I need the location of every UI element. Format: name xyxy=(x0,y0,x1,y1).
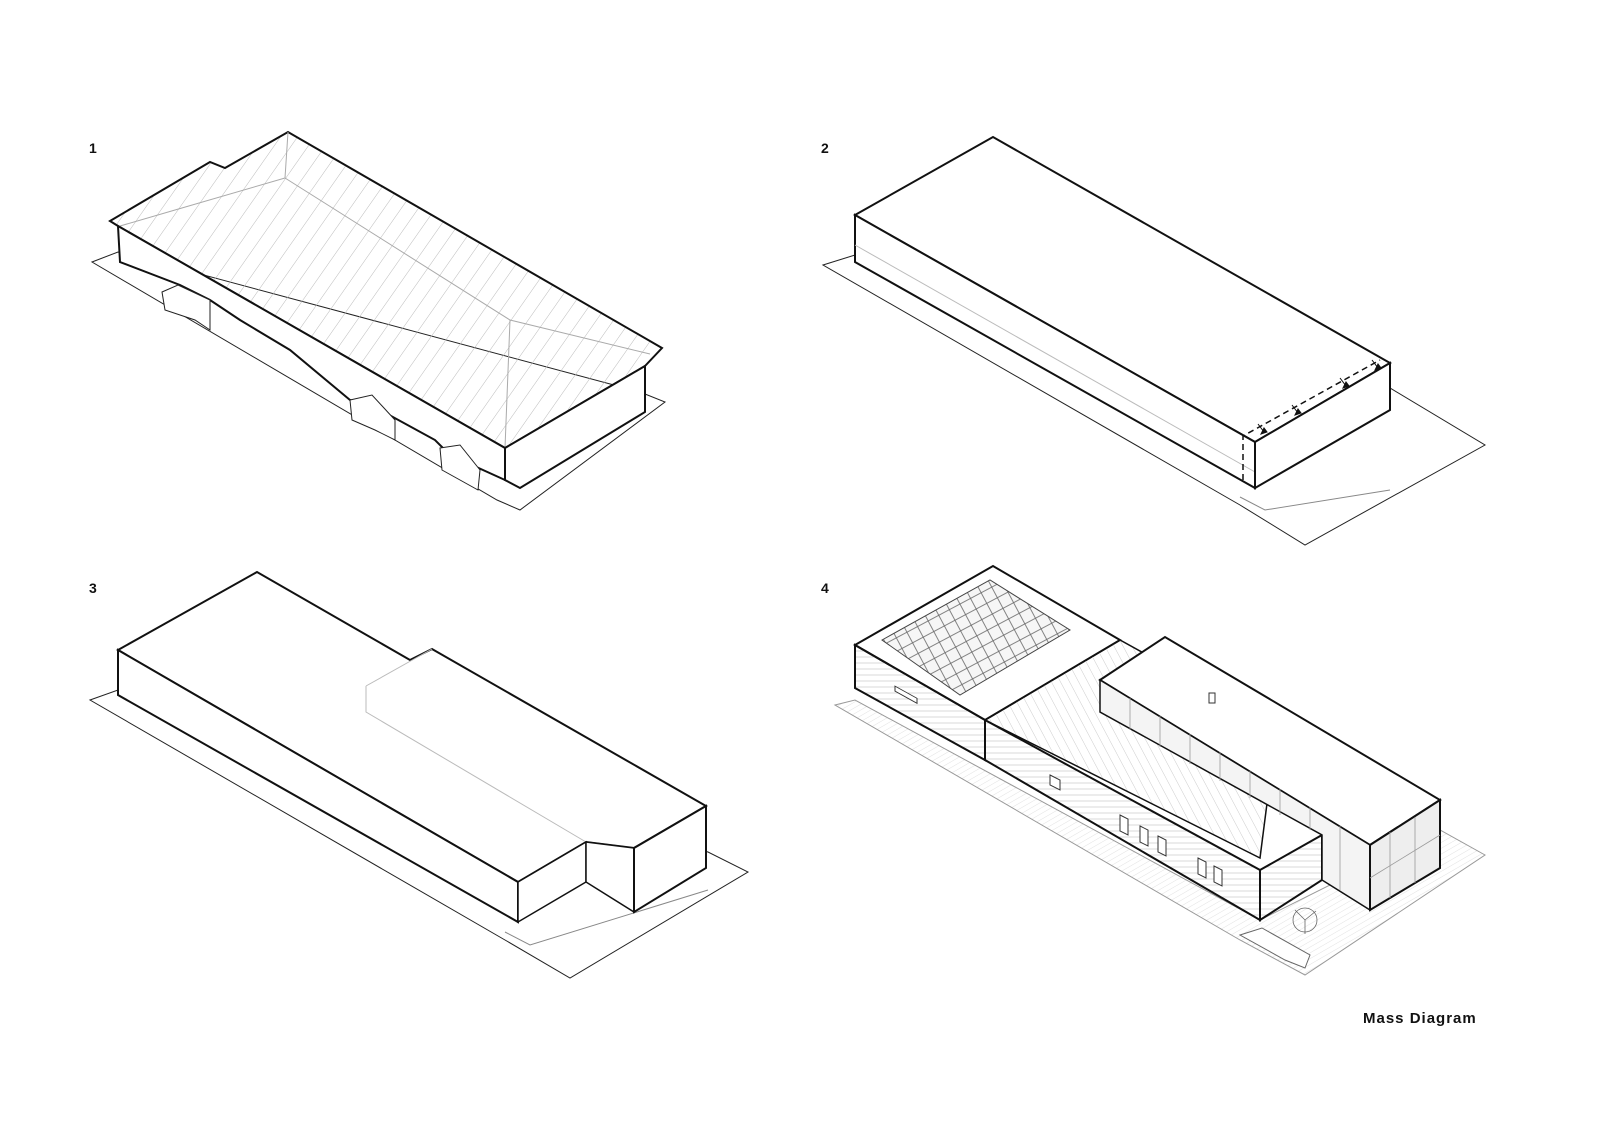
front-steps-4 xyxy=(1238,927,1311,969)
box-side-2 xyxy=(1254,361,1391,490)
upper-mass-edge-3 xyxy=(365,686,587,843)
cut-line-2 xyxy=(1242,359,1381,480)
box-edge-2 xyxy=(854,244,1256,473)
steps-1 xyxy=(161,284,211,331)
window-4a xyxy=(894,685,918,705)
panel-3-number: 3 xyxy=(89,580,97,596)
panel-2-number: 2 xyxy=(821,140,829,156)
solar-panels-4 xyxy=(881,579,1071,696)
steps-2 xyxy=(349,394,396,441)
upper-mass-top-edge-3 xyxy=(365,648,433,687)
panel-4-number: 4 xyxy=(821,580,829,596)
tree-4 xyxy=(1292,907,1318,934)
push-arrows-2 xyxy=(1257,359,1382,435)
panel-1-drawing xyxy=(90,130,667,511)
high-mass-side-3 xyxy=(633,804,707,914)
wall-side-1 xyxy=(504,364,646,490)
ground-step-3 xyxy=(504,889,709,946)
roof-hip-1 xyxy=(119,177,286,227)
windows-long-wall-4 xyxy=(1049,774,1223,887)
ground-step-2 xyxy=(1239,489,1391,511)
panel-3-drawing xyxy=(88,570,750,979)
panel-4-drawing xyxy=(833,564,1486,976)
ground-deck-4 xyxy=(833,699,1486,976)
panel-1-number: 1 xyxy=(89,140,97,156)
roof-hip-3 xyxy=(504,319,511,449)
steps-3 xyxy=(439,444,481,491)
roof-ridge-1 xyxy=(284,131,289,179)
roof-vent-4 xyxy=(1208,692,1216,704)
glass-mullions-4 xyxy=(1129,698,1441,898)
diagram-caption: Mass Diagram xyxy=(1363,1010,1477,1027)
glass-block-side-4 xyxy=(1369,798,1441,912)
panel-2-drawing xyxy=(821,135,1486,546)
